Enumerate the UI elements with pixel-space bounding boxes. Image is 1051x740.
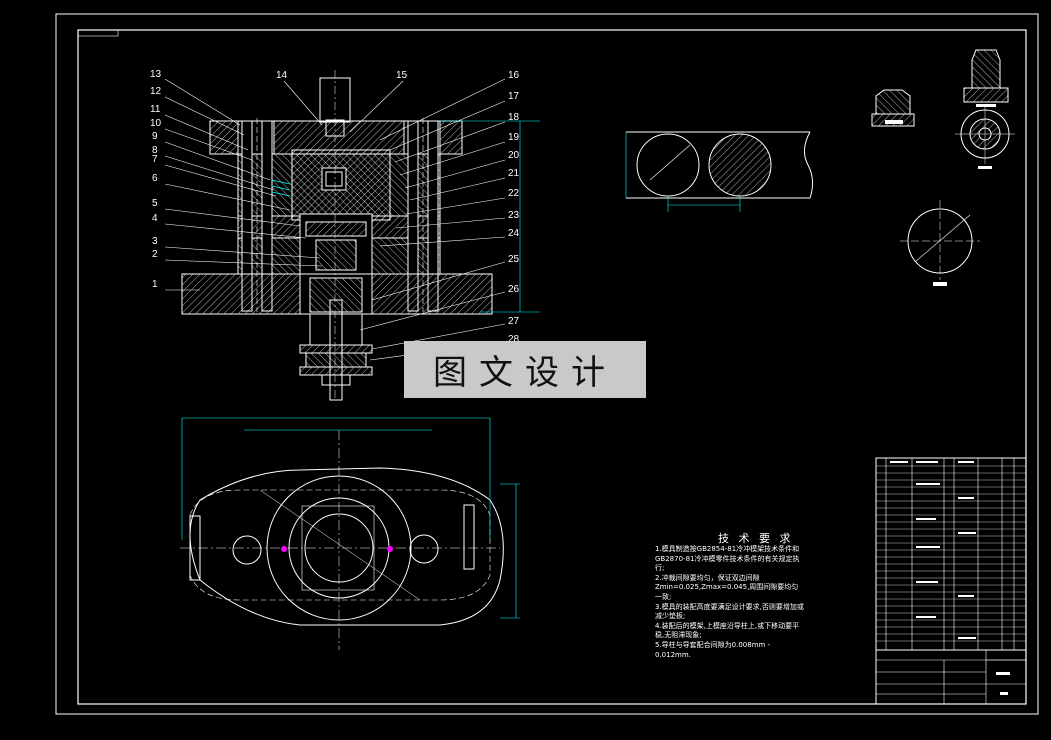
callout-10: 10 [150, 118, 162, 129]
callout-16: 16 [508, 70, 520, 81]
callout-15: 15 [396, 70, 408, 81]
inner-frame [77, 29, 1027, 705]
tech-requirement-item: Zmin=0.025,Zmax=0.045,周围间隙要均匀一致; [655, 583, 799, 601]
corner-stamp [77, 29, 119, 37]
callout-2: 2 [152, 249, 158, 260]
callout-24: 24 [508, 228, 520, 239]
outer-frame [55, 13, 1039, 715]
callout-12: 12 [150, 86, 162, 97]
callout-5: 5 [152, 198, 158, 209]
callout-11: 11 [150, 104, 161, 115]
tech-requirement-item: 5.导柱与导套配合间隙为0.008mm - 0.012mm. [655, 640, 771, 659]
parts-list [875, 457, 1027, 705]
callout-17: 17 [508, 91, 520, 102]
callout-1: 1 [152, 279, 158, 290]
callout-19: 19 [508, 132, 520, 143]
callout-25: 25 [508, 254, 520, 265]
callout-6: 6 [152, 173, 158, 184]
callout-20: 20 [508, 150, 520, 161]
plan-view [180, 417, 520, 650]
callout-23: 23 [508, 210, 520, 221]
callout-8: 8 [152, 145, 158, 156]
blank-part [900, 200, 980, 286]
callout-4: 4 [152, 213, 158, 224]
watermark-banner: 图文设计 [404, 341, 646, 398]
leader-lines [164, 78, 506, 361]
callout-28: 28 [508, 334, 520, 345]
callout-21: 21 [508, 168, 520, 179]
callout-3: 3 [152, 236, 158, 247]
callout-14: 14 [276, 70, 288, 81]
callout-18: 18 [508, 112, 520, 123]
callout-27: 27 [508, 316, 520, 327]
strip-layout [625, 131, 814, 212]
tech-requirements-title: 技 术 要 求 [718, 532, 794, 545]
callout-13: 13 [150, 69, 162, 80]
callout-labels: 1 2 3 4 5 6 7 8 9 10 11 12 13 14 15 16 1… [150, 69, 520, 345]
tech-requirement-item: 2.冲裁间隙要均匀，保证双边间隙 [655, 573, 760, 582]
callout-9: 9 [152, 131, 158, 142]
callout-7: 7 [152, 154, 158, 165]
tech-requirement-item: 3.模具的装配高度要满足设计要求,否则要增加或减少垫板; [655, 602, 804, 621]
callout-26: 26 [508, 284, 520, 295]
tech-requirement-item: 4.装配后的模架,上模座沿导柱上,或下移动要平稳,无阻滞现象; [655, 621, 800, 640]
part-sketches [871, 49, 1015, 169]
tech-requirement-item: 1.模具制造按GB2854-81冷冲模架技术条件和GB2870-81冷冲模零件技… [655, 545, 800, 573]
callout-22: 22 [508, 188, 520, 199]
tech-requirements-list: 1.模具制造按GB2854-81冷冲模架技术条件和GB2870-81冷冲模零件技… [655, 545, 805, 660]
